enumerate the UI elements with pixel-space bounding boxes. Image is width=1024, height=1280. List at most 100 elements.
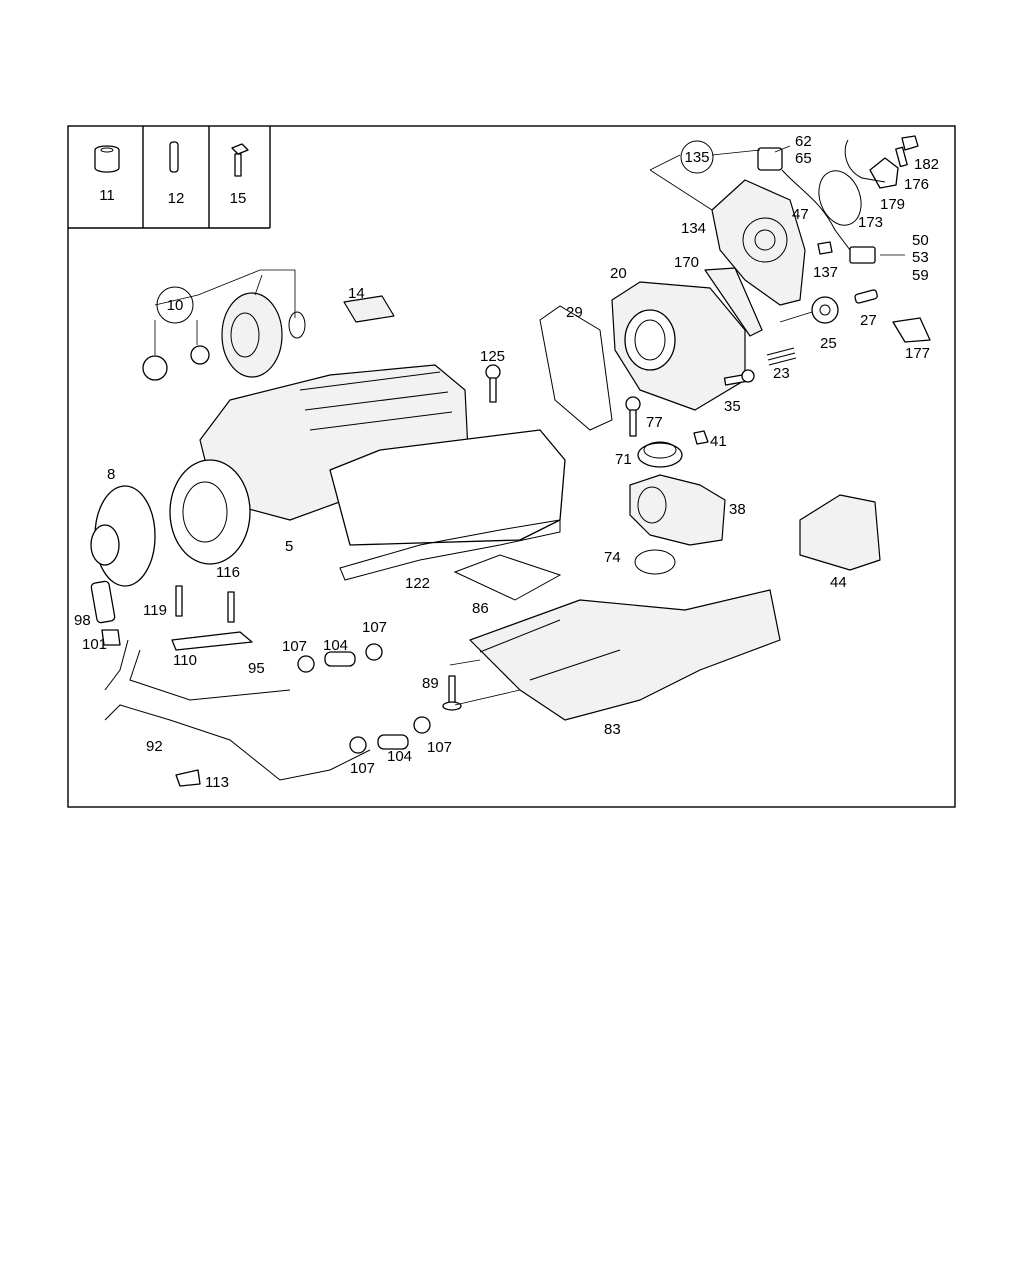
callout-circles (156, 140, 714, 324)
callout-107b: 107 (362, 619, 387, 636)
pulley-group-10 (142, 292, 306, 381)
intercooler-83 (469, 589, 781, 721)
clamps-107-drawing (297, 643, 431, 754)
part-98-101-drawing (90, 580, 121, 646)
part-137-drawing (817, 241, 833, 255)
callout-107d: 107 (350, 760, 375, 777)
callout-35: 35 (724, 398, 741, 415)
diagram-frame (67, 125, 956, 808)
bolt-77-drawing (625, 396, 641, 437)
callout-116: 116 (216, 564, 240, 581)
leader-lines (154, 145, 905, 706)
callout-62: 62 (795, 133, 812, 150)
callout-41: 41 (710, 433, 727, 450)
pipe-92-drawing (104, 704, 371, 781)
callout-labels: 11 12 15 135 62 65 182 176 47 179 173 13… (74, 133, 939, 791)
callout-77: 77 (646, 414, 663, 431)
callout-125: 125 (480, 348, 505, 365)
callout-47: 47 (792, 206, 809, 223)
sleeve-11-drawing (94, 145, 120, 173)
pin-12-drawing (169, 141, 179, 173)
bolt-27-drawing (854, 289, 878, 304)
actuator-housing-134 (711, 179, 806, 306)
bolt-89-drawing (442, 675, 462, 711)
callout-53: 53 (912, 249, 929, 266)
callout-134: 134 (681, 220, 706, 237)
bracket-113-drawing (175, 769, 201, 787)
sensor-62-drawing (757, 147, 851, 251)
callout-101: 101 (82, 636, 107, 653)
callout-113: 113 (205, 774, 229, 791)
callout-104a: 104 (323, 637, 348, 654)
callout-59: 59 (912, 267, 929, 284)
bracket-110-drawing (171, 631, 253, 651)
supercharger-5 (199, 364, 566, 546)
hoses-104-drawing (324, 651, 409, 750)
callout-182: 182 (914, 156, 939, 173)
gasket-74-drawing (634, 549, 676, 575)
pulley-116-drawing (169, 459, 251, 565)
bracket-176-drawing (869, 157, 899, 189)
callout-10: 10 (167, 297, 184, 314)
pulley-8-drawing (90, 485, 156, 587)
cover-44-drawing (799, 494, 881, 571)
part-25-drawing (811, 296, 839, 324)
callout-170: 170 (674, 254, 699, 271)
callout-83: 83 (604, 721, 621, 738)
callout-122: 122 (405, 575, 430, 592)
callout-23: 23 (773, 365, 790, 382)
callout-11: 11 (99, 187, 115, 204)
ring-71-drawing (637, 441, 683, 468)
callout-27: 27 (860, 312, 877, 329)
gasket-86-drawing (453, 554, 562, 601)
callout-38: 38 (729, 501, 746, 518)
callout-135: 135 (684, 149, 709, 166)
clip-179-drawing (844, 139, 886, 183)
callout-44: 44 (830, 574, 847, 591)
callout-20: 20 (610, 265, 627, 282)
callout-74: 74 (604, 549, 621, 566)
callout-25: 25 (820, 335, 837, 352)
seal-173-drawing (818, 170, 862, 226)
gasket-29-drawing (539, 305, 613, 431)
callout-5: 5 (285, 538, 293, 555)
throttle-38-drawing (629, 474, 726, 546)
callout-92: 92 (146, 738, 163, 755)
bolt-15-drawing (231, 143, 249, 177)
callout-14: 14 (348, 285, 365, 302)
throttle-body-20 (611, 281, 746, 411)
clip-41-drawing (693, 430, 709, 445)
spring-23-drawing (766, 347, 797, 366)
callout-104b: 104 (387, 748, 412, 765)
callout-107c: 107 (427, 739, 452, 756)
callout-89: 89 (422, 675, 439, 692)
gasket-170-drawing (704, 267, 763, 337)
plug-50-drawing (849, 246, 876, 264)
callout-15: 15 (230, 190, 247, 207)
bolt-125-drawing (485, 364, 501, 403)
callout-12: 12 (168, 190, 185, 207)
clip-177-drawing (892, 317, 931, 343)
bolts-119-drawing (175, 585, 235, 623)
pipe-95-drawing (104, 639, 291, 701)
callout-179: 179 (880, 196, 905, 213)
gasket-122-drawing (339, 519, 561, 581)
bolt-35-drawing (723, 369, 755, 386)
callout-95: 95 (248, 660, 265, 677)
callout-29: 29 (566, 304, 583, 321)
gasket-14-drawing (343, 295, 395, 323)
bolt-182-drawing (895, 135, 919, 168)
callout-98: 98 (74, 612, 91, 629)
callout-110: 110 (173, 652, 197, 669)
callout-177: 177 (905, 345, 930, 362)
callout-107a: 107 (282, 638, 307, 655)
callout-71: 71 (615, 451, 632, 468)
callout-173: 173 (858, 214, 883, 231)
callout-137: 137 (813, 264, 838, 281)
callout-65: 65 (795, 150, 812, 167)
callout-8: 8 (107, 466, 115, 483)
callout-119: 119 (143, 602, 167, 619)
callout-50: 50 (912, 232, 929, 249)
callout-86: 86 (472, 600, 489, 617)
